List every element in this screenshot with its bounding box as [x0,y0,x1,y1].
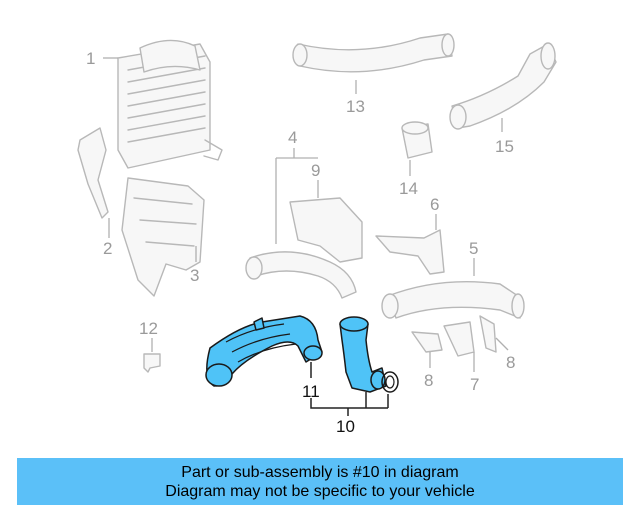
heat-shield-drawing [289,180,363,263]
callout-4: 4 [288,128,297,147]
callout-9: 9 [311,161,320,180]
callout-15: 15 [495,137,514,156]
hose-13-drawing [292,33,455,94]
callout-11: 11 [302,382,320,401]
info-banner: Part or sub-assembly is #10 in diagram D… [17,458,623,505]
bracket-drawing [77,127,110,238]
bracket-6-drawing [375,214,445,275]
hose-15-drawing [449,42,557,132]
callout-3: 3 [190,266,199,285]
callout-7: 7 [470,375,479,394]
coupler-drawing [401,121,433,176]
air-duct-drawing [121,177,205,297]
callout-13: 13 [346,97,365,116]
callout-10: 10 [336,417,355,436]
callout-5: 5 [469,239,478,258]
clip-drawing [143,338,161,373]
parts-diagram: 1 2 3 4 9 13 14 [77,33,557,436]
hose-5-drawing [381,258,525,319]
intake-hose-assembly-10 [205,315,399,416]
banner-line-2: Diagram may not be specific to your vehi… [165,482,475,500]
intercooler-drawing [103,39,223,169]
callout-8a: 8 [424,371,433,390]
hose-4-drawing [245,148,357,299]
banner-line-1: Part or sub-assembly is #10 in diagram [181,463,459,481]
callout-2: 2 [103,239,112,258]
callout-14: 14 [399,179,418,198]
callout-8b: 8 [506,353,515,372]
callout-6: 6 [430,195,439,214]
bracket-7-8-drawing [411,315,509,372]
callout-12: 12 [139,319,158,338]
callout-1: 1 [86,49,95,68]
